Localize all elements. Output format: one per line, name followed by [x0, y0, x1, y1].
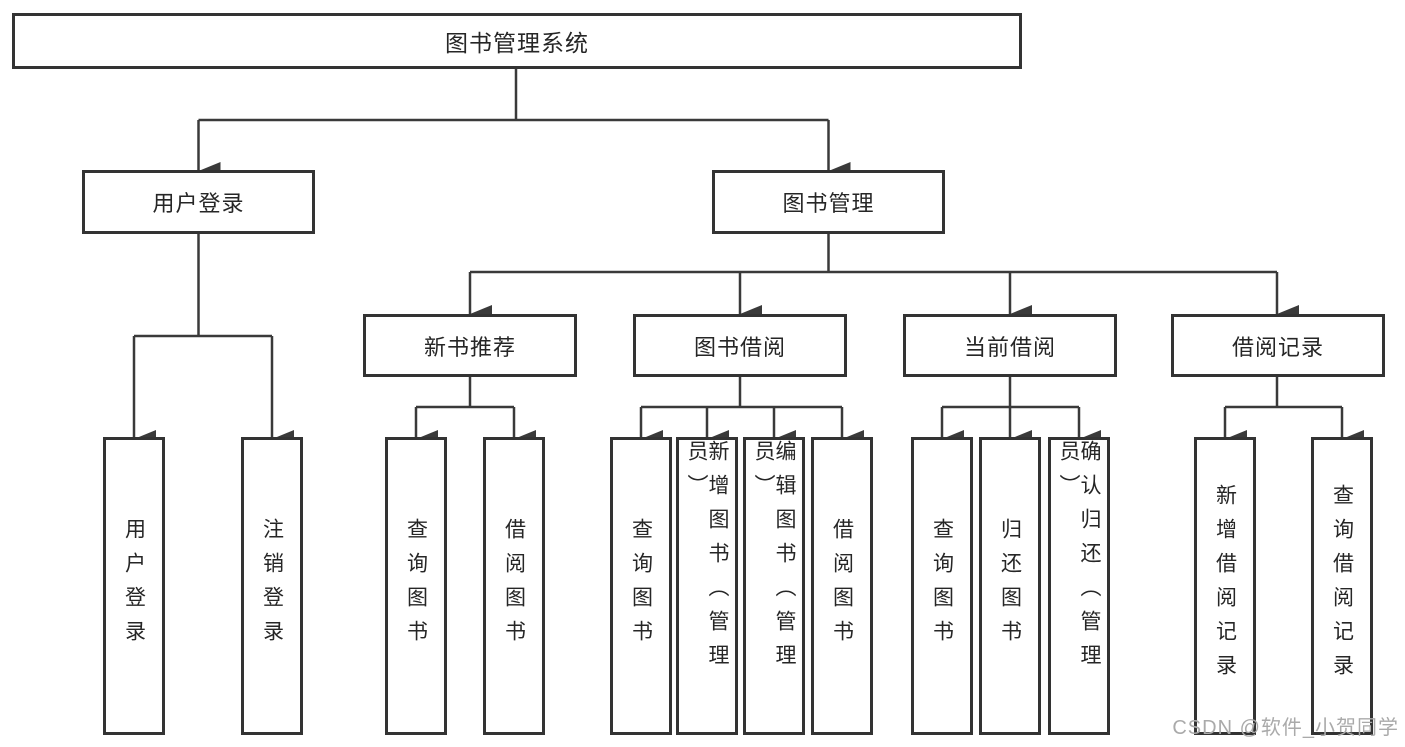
connector-current-borrowing-children [940, 377, 1101, 448]
leaf-label: 新增借阅记录 [1213, 484, 1237, 688]
node-book-borrowing: 图书借阅 [633, 314, 847, 377]
connector-user-login-children [132, 234, 294, 448]
leaf-br-query-record: 查询借阅记录 [1311, 437, 1373, 735]
node-user-login: 用户登录 [82, 170, 315, 234]
leaf-br-add-record: 新增借阅记录 [1194, 437, 1256, 735]
leaf-label: 查询图书 [930, 518, 954, 654]
leaf-cb-return-books: 归还图书 [979, 437, 1041, 735]
connector-new-book-recommend-children [414, 377, 536, 448]
leaf-label: 新增图书（管理员） [685, 440, 729, 678]
leaf-user-login: 用户登录 [103, 437, 165, 735]
leaf-logout: 注销登录 [241, 437, 303, 735]
leaf-label: 注销登录 [260, 518, 284, 654]
leaf-bb-borrow-books: 借阅图书 [811, 437, 873, 735]
node-current-borrowing: 当前借阅 [903, 314, 1117, 377]
leaf-bb-query-books: 查询图书 [610, 437, 672, 735]
connector-book-management-sections [468, 234, 1299, 323]
node-book-management: 图书管理 [712, 170, 945, 234]
leaf-bb-edit-books-admin: 编辑图书（管理员） [743, 437, 805, 735]
leaf-label: 查询图书 [404, 518, 428, 654]
leaf-cb-query-books: 查询图书 [911, 437, 973, 735]
leaf-label: 借阅图书 [830, 518, 854, 654]
node-borrowing-records: 借阅记录 [1171, 314, 1385, 377]
leaf-label: 查询借阅记录 [1330, 484, 1354, 688]
node-root: 图书管理系统 [12, 13, 1022, 69]
node-new-book-recommend: 新书推荐 [363, 314, 577, 377]
watermark: CSDN @软件_小贺同学 [1172, 717, 1399, 739]
connector-borrowing-records-children [1223, 377, 1364, 448]
leaf-rec-borrow-books: 借阅图书 [483, 437, 545, 735]
leaf-label: 用户登录 [122, 518, 146, 654]
leaf-label: 借阅图书 [502, 518, 526, 654]
leaf-label: 编辑图书（管理员） [752, 440, 796, 678]
leaf-bb-add-books-admin: 新增图书（管理员） [676, 437, 738, 735]
leaf-cb-confirm-return-admin: 确认归还（管理员） [1048, 437, 1110, 735]
connector-root-to-level2 [197, 68, 851, 180]
leaf-label: 归还图书 [998, 518, 1022, 654]
leaf-label: 确认归还（管理员） [1057, 440, 1101, 678]
connector-book-borrowing-children [639, 377, 864, 448]
leaf-rec-query-books: 查询图书 [385, 437, 447, 735]
leaf-label: 查询图书 [629, 518, 653, 654]
